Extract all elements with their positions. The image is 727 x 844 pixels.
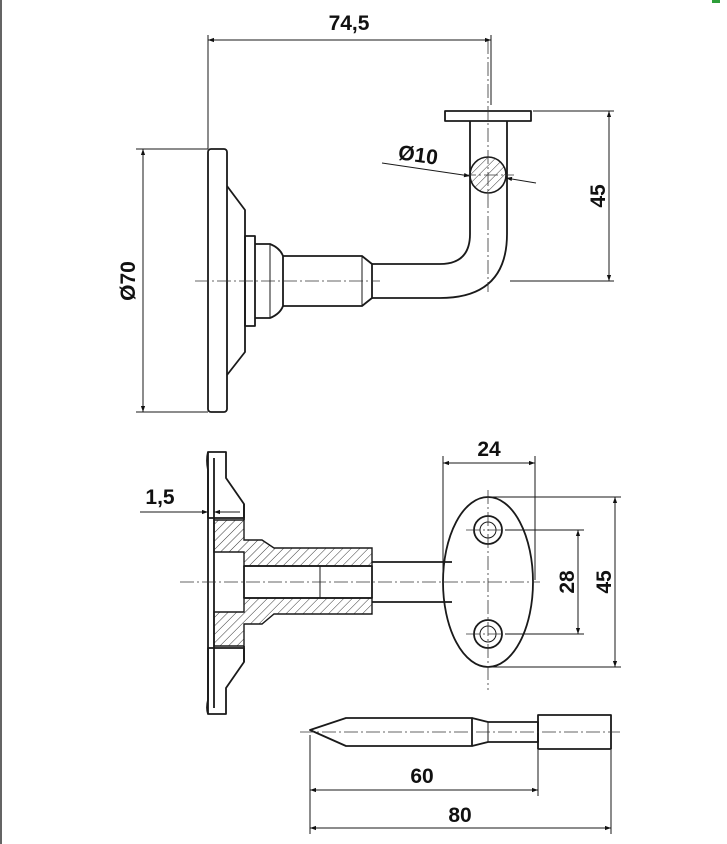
rosette-plate xyxy=(207,148,228,413)
screw-view: 60 80 xyxy=(300,714,620,834)
corner-accent-mark xyxy=(712,0,720,3)
side-elevation-view: 74,5 Ø70 Ø10 45 xyxy=(117,12,614,413)
section-hatch-upper xyxy=(213,519,373,567)
dim-rod-diameter: Ø10 xyxy=(397,141,440,169)
section-hatch-lower xyxy=(213,597,373,647)
dim-top-width: 74,5 xyxy=(329,12,370,35)
dim-saddle-width: 24 xyxy=(477,438,501,461)
dim-base-diameter: Ø70 xyxy=(117,261,140,301)
dim-screw-short: 60 xyxy=(410,765,433,788)
rosette-cone xyxy=(226,185,246,376)
dim-plate-thickness: 1,5 xyxy=(145,486,175,509)
bent-rod xyxy=(372,121,471,265)
dim-hole-spacing: 28 xyxy=(556,570,579,594)
dim-screw-total: 80 xyxy=(448,804,471,827)
dim-saddle-height: 45 xyxy=(593,570,616,594)
dim-top-height: 45 xyxy=(587,184,610,208)
section-view: 1,5 24 28 45 xyxy=(140,438,621,715)
rod-section-view xyxy=(372,561,452,603)
